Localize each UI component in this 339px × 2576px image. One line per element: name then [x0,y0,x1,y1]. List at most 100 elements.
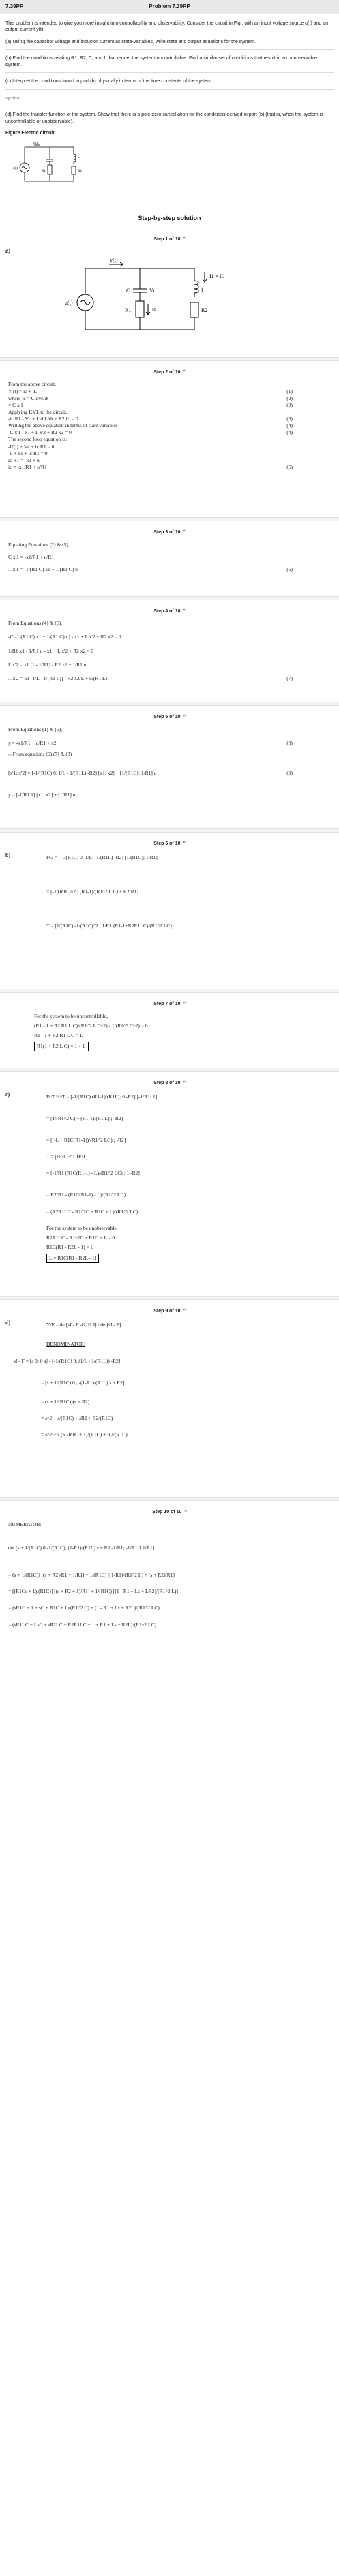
equation-line: Y/F = det[sI - F -G; H J] / det[sI - F] [46,1322,121,1329]
equation-line: = (s + 1/(R1C))(s + R2) [41,1398,90,1405]
step-8-body: c) F^T H^T = [-1/(R1C) (R1-1)/(R1L); 0 -… [0,1091,339,1289]
step-3-body: Equating Equations (2) & (5), C x'1 = -x… [0,542,339,589]
part-label-a: a) [5,247,11,254]
step-2-header[interactable]: Step 2 of 10^ [153,369,186,375]
header-left: 7.39PP [5,3,24,10]
chevron-up-icon[interactable]: ^ [183,236,186,242]
step-6-header[interactable]: Step 6 of 10^ [153,841,186,846]
result-controllability: R1(1 + R2 L C) = 1 + L [34,1041,89,1052]
circuit-label-vc: Vc [149,288,156,294]
equation-line: where ic = C dvc/dt(2) [8,394,293,401]
step-7-body: For the system to be uncontrollable, (R1… [0,1013,339,1061]
equation-line: = C x'1(3) [8,401,293,408]
equation-line: ∴ x'1 = -1/(R1 C) x1 + 1/(R1 C) u(6) [8,566,293,573]
step-8-header[interactable]: Step 8 of 10^ [153,1080,186,1085]
solution-title: Step-by-step solution [138,215,201,222]
part-label-b: b) [5,852,11,859]
equation-line: = [(-L + R1C(R1-1))/(R1^2 LC) ; -R2] [46,1137,126,1144]
step-1-header[interactable]: Step 1 of 10^ [153,236,186,242]
numerator-heading: NUMERATOR: [8,1521,42,1527]
problem-statement: This problem is intended to give you mor… [0,14,339,187]
equation-line: From the above circuit, [8,381,56,388]
chevron-up-icon[interactable]: ^ [183,1309,186,1314]
equation-line: FG = [-1/(R1C) 0; 1/L - 1/(R1L) -R2] [1/… [46,854,158,860]
equation-line: From Equations (4) & (6), [8,620,62,627]
equation-line: det [s + 1/(R1C) 0 -1/(R1C); (1-R1)/(R1L… [8,1545,155,1551]
equation-line: = s^2 + s/(R1C) + sR2 + R2/(R1C) [41,1414,113,1421]
step-1-body: a) y(t) u(t) C [0,248,339,350]
equation-line: C x'1 = -x1/R1 + u/R1 [8,553,55,560]
equation-line: -u + x1 + ic R1 = 0 [8,450,48,456]
equation-line: Y (t) = ic + iL(1) [8,388,293,394]
step-5-header[interactable]: Step 5 of 10^ [153,715,186,720]
step-divider [0,702,339,707]
step-divider [0,828,339,833]
chevron-up-icon[interactable]: ^ [183,369,186,375]
circuit-label-y: y(t) [110,257,118,263]
equation-line: F^T H^T = [-1/(R1C) (R1-1)/(R1L); 0 -R2]… [46,1093,158,1100]
step-3-header[interactable]: Step 3 of 10^ [153,530,186,536]
circuit-label-r1: R1 [125,307,131,313]
fig-label-l: L [78,156,80,159]
circuit-label-ic: ic [152,306,156,312]
circuit-label-il: I1 = iL [209,273,224,279]
equation-line: = (sR1LC + LsC + sR2LC + R2R1LC + 1 + R1… [8,1621,156,1628]
step-divider [0,595,339,600]
step-10-header[interactable]: Step 10 of 10^ [152,1510,187,1515]
equation-line: -C[-1/(R1 C) x1 + 1/(R1 C) u] - x1 + L x… [8,634,121,640]
chevron-up-icon[interactable]: ^ [183,841,186,846]
equation-line: T = [1/(R1C) -1/(R1C)^2 ; 1/R1 (R1-1+R2R… [46,922,174,929]
problem-part-c: (c) Interpret the conditions found in pa… [5,78,334,90]
header-bar: 7.39PP Problem 7.39PP [0,0,339,14]
chevron-up-icon[interactable]: ^ [183,608,186,614]
step-4-body: From Equations (4) & (6), -C[-1/(R1 C) x… [0,620,339,695]
fig-label-u: u(t) [13,167,18,170]
step-9-header[interactable]: Step 9 of 10^ [153,1309,186,1314]
step-2-body: From the above circuit, Y (t) = ic + iL(… [0,381,339,510]
equation-line: For the system to be uncontrollable, [34,1012,108,1019]
chevron-up-icon[interactable]: ^ [183,1002,186,1007]
part-label-c: c) [5,1091,10,1098]
equation-line: (R1 - 1 + R2 R1 L C)/(R1^2 L C^2) - 1/(R… [34,1022,148,1029]
step-7-header[interactable]: Step 7 of 10^ [153,1002,186,1007]
equation-line: R1 - 1 + R2 R1 L C = L [34,1031,83,1038]
equation-line: -ic R1 - Vc + L diL/dt + R2 iL = 0(3) [8,416,293,422]
equation-line: L x'2 = x1 [1 - 1/R1] - R2 x2 + 1/R1 u [8,661,87,668]
equation-line: ∴ x'2 = x1 [1/L - 1/(R1 L)] - R2 x2/L + … [8,674,293,681]
step-divider [0,517,339,522]
fig-label-y: y(t) [33,142,38,145]
figure-caption: Figure Electric circuit [5,130,55,136]
equation-line: = [-1/(R1C)^2 ; (R1-1)/(R1^2 L C) + R2/R… [46,888,139,895]
chevron-up-icon[interactable]: ^ [183,530,186,536]
equation-line: y = -x1/R1 + u/R1 + x2(8) [8,739,293,746]
equation-line: y = [-1/R1 1] [x1; x2] + [1/R1] u [8,792,76,798]
equation-line: ∴ From equations (6),(7) & (8) [8,750,72,757]
step-5-body: From Equations (1) & (5), y = -x1/R1 + u… [0,726,339,822]
problem-circuit-figure: y(t) u(t) C L R1 R2 [12,139,121,187]
equation-line: = [s + 1/(R1C) 0 ; -(1-R1)/(R1L) s + R2] [41,1379,125,1386]
step-4-header[interactable]: Step 4 of 10^ [153,608,186,614]
problem-part-a: (a) Using the capacitor voltage and indu… [5,39,334,50]
chevron-up-icon[interactable]: ^ [183,715,186,720]
equation-line: From Equations (1) & (5), [8,726,62,732]
equation-line: -U(t) + Vc + ic R1 = 0 [8,443,55,450]
chevron-up-icon[interactable]: ^ [184,1510,187,1515]
equation-line: = [(R1Cs + 1)/(R1C)] [(s + R2 + 1)/R1] +… [8,1588,178,1595]
problem-faded-line: system. [5,95,334,107]
equation-line: = s^2 + s (R2R1C + 1)/(R1C) + R2/(R1C) [41,1431,128,1438]
step-divider [0,1296,339,1301]
equation-line: [x'1; x'2] = [-1/(R1C) 0; 1/L - 1/(R1L) … [8,770,293,777]
equation-line: T = [H^T F^T H^T] [46,1153,88,1160]
header-title: Problem 7.39PP [149,3,190,10]
step-10-body: NUMERATOR: det [s + 1/(R1C) 0 -1/(R1C); … [0,1521,339,1658]
chevron-up-icon[interactable]: ^ [183,1080,186,1085]
problem-part-d: (d) Find the transfer function of the sy… [5,112,323,124]
solution-circuit-figure: y(t) u(t) C Vc L I1 = iL ic R1 R2 [65,257,224,330]
circuit-label-r2: R2 [201,307,207,313]
step-6-body: b) FG = [-1/(R1C) 0; 1/L - 1/(R1L) -R2] … [0,852,339,982]
equation-line: = (R2R1LC - R1^2C + R1C + L)/(R1^2 LC) [46,1208,138,1215]
equation-line: Equating Equations (2) & (5), [8,541,70,548]
step-9-body: d) Y/F = det[sI - F -G; H J] / det[sI - … [0,1320,339,1490]
equation-line: R1C(R1 - R2L - 1) = L [46,1243,94,1250]
equation-line: For the system to be unobservable, [46,1224,118,1231]
